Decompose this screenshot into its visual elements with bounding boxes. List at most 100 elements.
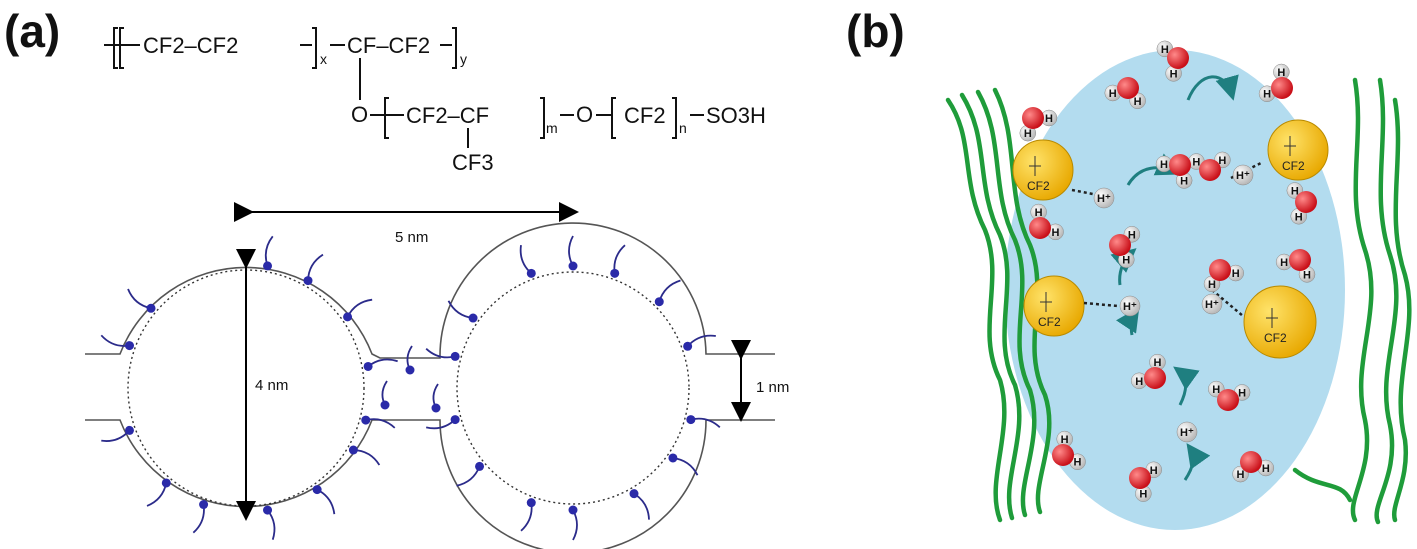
sulfonate-label: CF2 (1264, 331, 1287, 345)
sulfonate-bonds (1029, 156, 1041, 176)
sulfonate-head (654, 297, 664, 307)
water-molecule: HH (1129, 461, 1162, 502)
proton-label: H⁺ (1236, 170, 1250, 182)
water-molecule: HH (1258, 63, 1293, 102)
sulfonate-sphere (1012, 139, 1074, 201)
water-cluster (1005, 50, 1345, 530)
hydrogen-label: H (1212, 384, 1220, 396)
sulfonate-head (124, 341, 134, 351)
hydrogen-label: H (1295, 211, 1303, 223)
hydrogen-label: H (1109, 88, 1117, 100)
sulfonate-head (361, 415, 371, 425)
side-chain (658, 279, 681, 303)
sulfonate-head (161, 478, 171, 488)
sulfonate-head (526, 268, 536, 278)
side-chain (633, 492, 650, 520)
spacing-label: 5 nm (395, 229, 428, 246)
hydrogen-label: H (1208, 279, 1216, 291)
side-chain (266, 509, 276, 540)
sulfonate-head (405, 365, 415, 375)
oxygen-atom (1289, 249, 1311, 271)
sulfonate-head (683, 341, 693, 351)
polymer-chain (1391, 97, 1412, 523)
sulfonate-group: CF2 (1267, 119, 1329, 181)
proton-label: H⁺ (1123, 301, 1137, 313)
side-chain (127, 288, 152, 310)
sulfonate-head (303, 276, 313, 286)
hydrogen-label: H (1218, 155, 1226, 167)
hydrogen-label: H (1139, 489, 1147, 501)
water-molecule: HH (1203, 259, 1244, 293)
oxygen-atom (1144, 367, 1166, 389)
side-sub-n: n (679, 120, 687, 136)
sulfonate-head (263, 505, 273, 515)
hydrogen-label: H (1128, 229, 1136, 241)
hydrogen-label: H (1160, 159, 1168, 171)
water-molecule: HH (1052, 430, 1086, 470)
hydrogen-label: H (1280, 257, 1288, 269)
sulfonate-head (363, 361, 373, 371)
oxygen-atom (1295, 191, 1317, 213)
sulfonate-head (199, 500, 209, 510)
hydrogen-label: H (1045, 113, 1053, 125)
hydrogen-label: H (1061, 434, 1069, 446)
water-molecule: HH (1130, 353, 1166, 390)
oxygen-atom (1271, 77, 1293, 99)
proton-sphere (1093, 187, 1115, 209)
sulfonate-head (431, 403, 441, 413)
side-chain (568, 235, 574, 267)
pendant-cf3: CF3 (452, 150, 494, 175)
hydrogen-label: H (1052, 227, 1060, 239)
backbone-unit-2: CF–CF2 (347, 33, 430, 58)
proton-sphere (1201, 293, 1223, 315)
polymer-chain (945, 97, 1007, 523)
oxygen-atom (1022, 107, 1044, 129)
hydrogen-label: H (1180, 175, 1188, 187)
channel-width-label: 1 nm (756, 379, 789, 396)
sulfonate-bonds (1266, 308, 1278, 328)
sulfonic-acid-group: SO3H (706, 103, 766, 128)
oxygen-atom (1209, 259, 1231, 281)
proton: H⁺ (1176, 421, 1198, 443)
polymer-chain (1374, 77, 1399, 525)
sulfonate-sphere (1267, 119, 1329, 181)
hydrogen-label: H (1024, 128, 1032, 140)
sulfonate-head (686, 415, 696, 425)
hydrogen-label: H (1074, 457, 1082, 469)
side-chain (146, 482, 168, 507)
hydrogen-label: H (1262, 463, 1270, 475)
oxygen-atom (1029, 217, 1051, 239)
sulfonate-head (475, 461, 485, 471)
water-molecule: HH (1109, 226, 1141, 268)
sulfonate-head (668, 453, 678, 463)
sulfonate-label: CF2 (1282, 159, 1305, 173)
backbone-sub-y: y (460, 51, 467, 67)
hydrogen-label: H (1192, 157, 1200, 169)
side-chain (367, 358, 398, 368)
sulfonate-head (312, 485, 322, 495)
proton-label: H⁺ (1097, 193, 1111, 205)
sulfonate-sphere (1023, 275, 1085, 337)
proton-sphere (1119, 295, 1141, 317)
cluster-network-diagram: 5 nm 4 nm 1 nm (85, 202, 789, 549)
backbone-unit-1: CF2–CF2 (143, 33, 238, 58)
side-unit-1: CF2–CF (406, 103, 489, 128)
sulfonate-head (124, 425, 134, 435)
hydrogen-label: H (1035, 207, 1043, 219)
polymer-chain (959, 92, 1022, 521)
hydrogen-label: H (1135, 376, 1143, 388)
hydrogen-label: H (1263, 89, 1271, 101)
sulfonate-group: CF2 (1012, 139, 1074, 201)
side-sub-m: m (546, 120, 558, 136)
oxygen-atom (1169, 154, 1191, 176)
sulfonate-group: CF2 (1243, 285, 1317, 359)
water-molecule: HH (1286, 182, 1317, 225)
oxygen-atom (1109, 234, 1131, 256)
sulfonate-head (263, 261, 273, 271)
sulfonate-head (348, 445, 358, 455)
proton-sphere (1176, 421, 1198, 443)
